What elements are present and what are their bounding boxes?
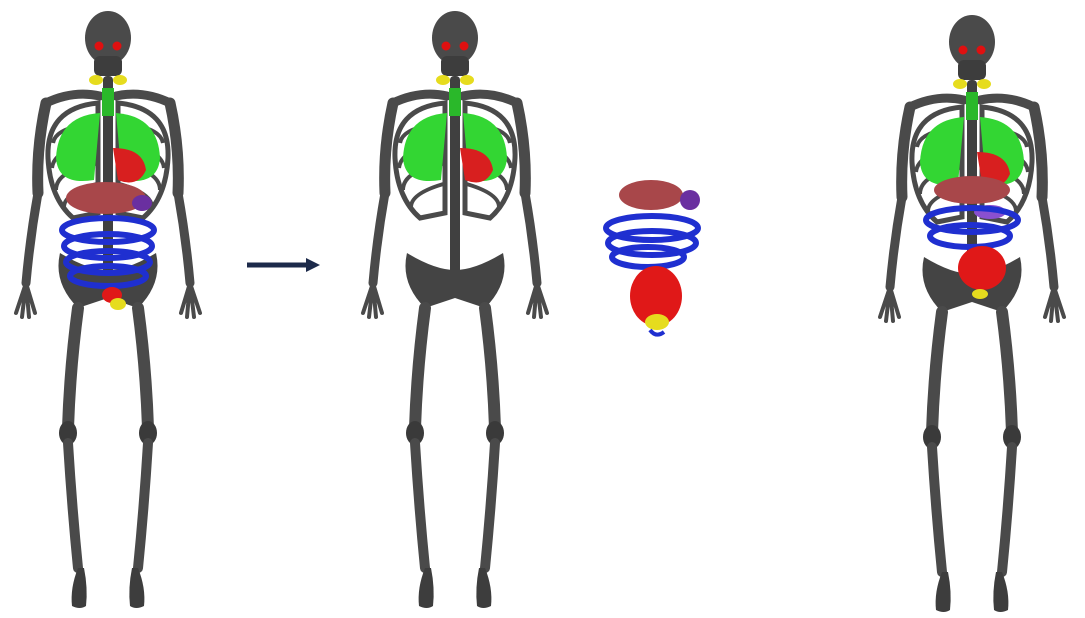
panel-skeleton-with-adjusted-organs bbox=[880, 15, 1064, 612]
panel-skeleton-with-organs bbox=[16, 11, 200, 608]
arrow-right-icon bbox=[247, 258, 320, 272]
panel-skeleton-only bbox=[363, 11, 547, 608]
panel-abdominal-organs bbox=[606, 180, 700, 335]
